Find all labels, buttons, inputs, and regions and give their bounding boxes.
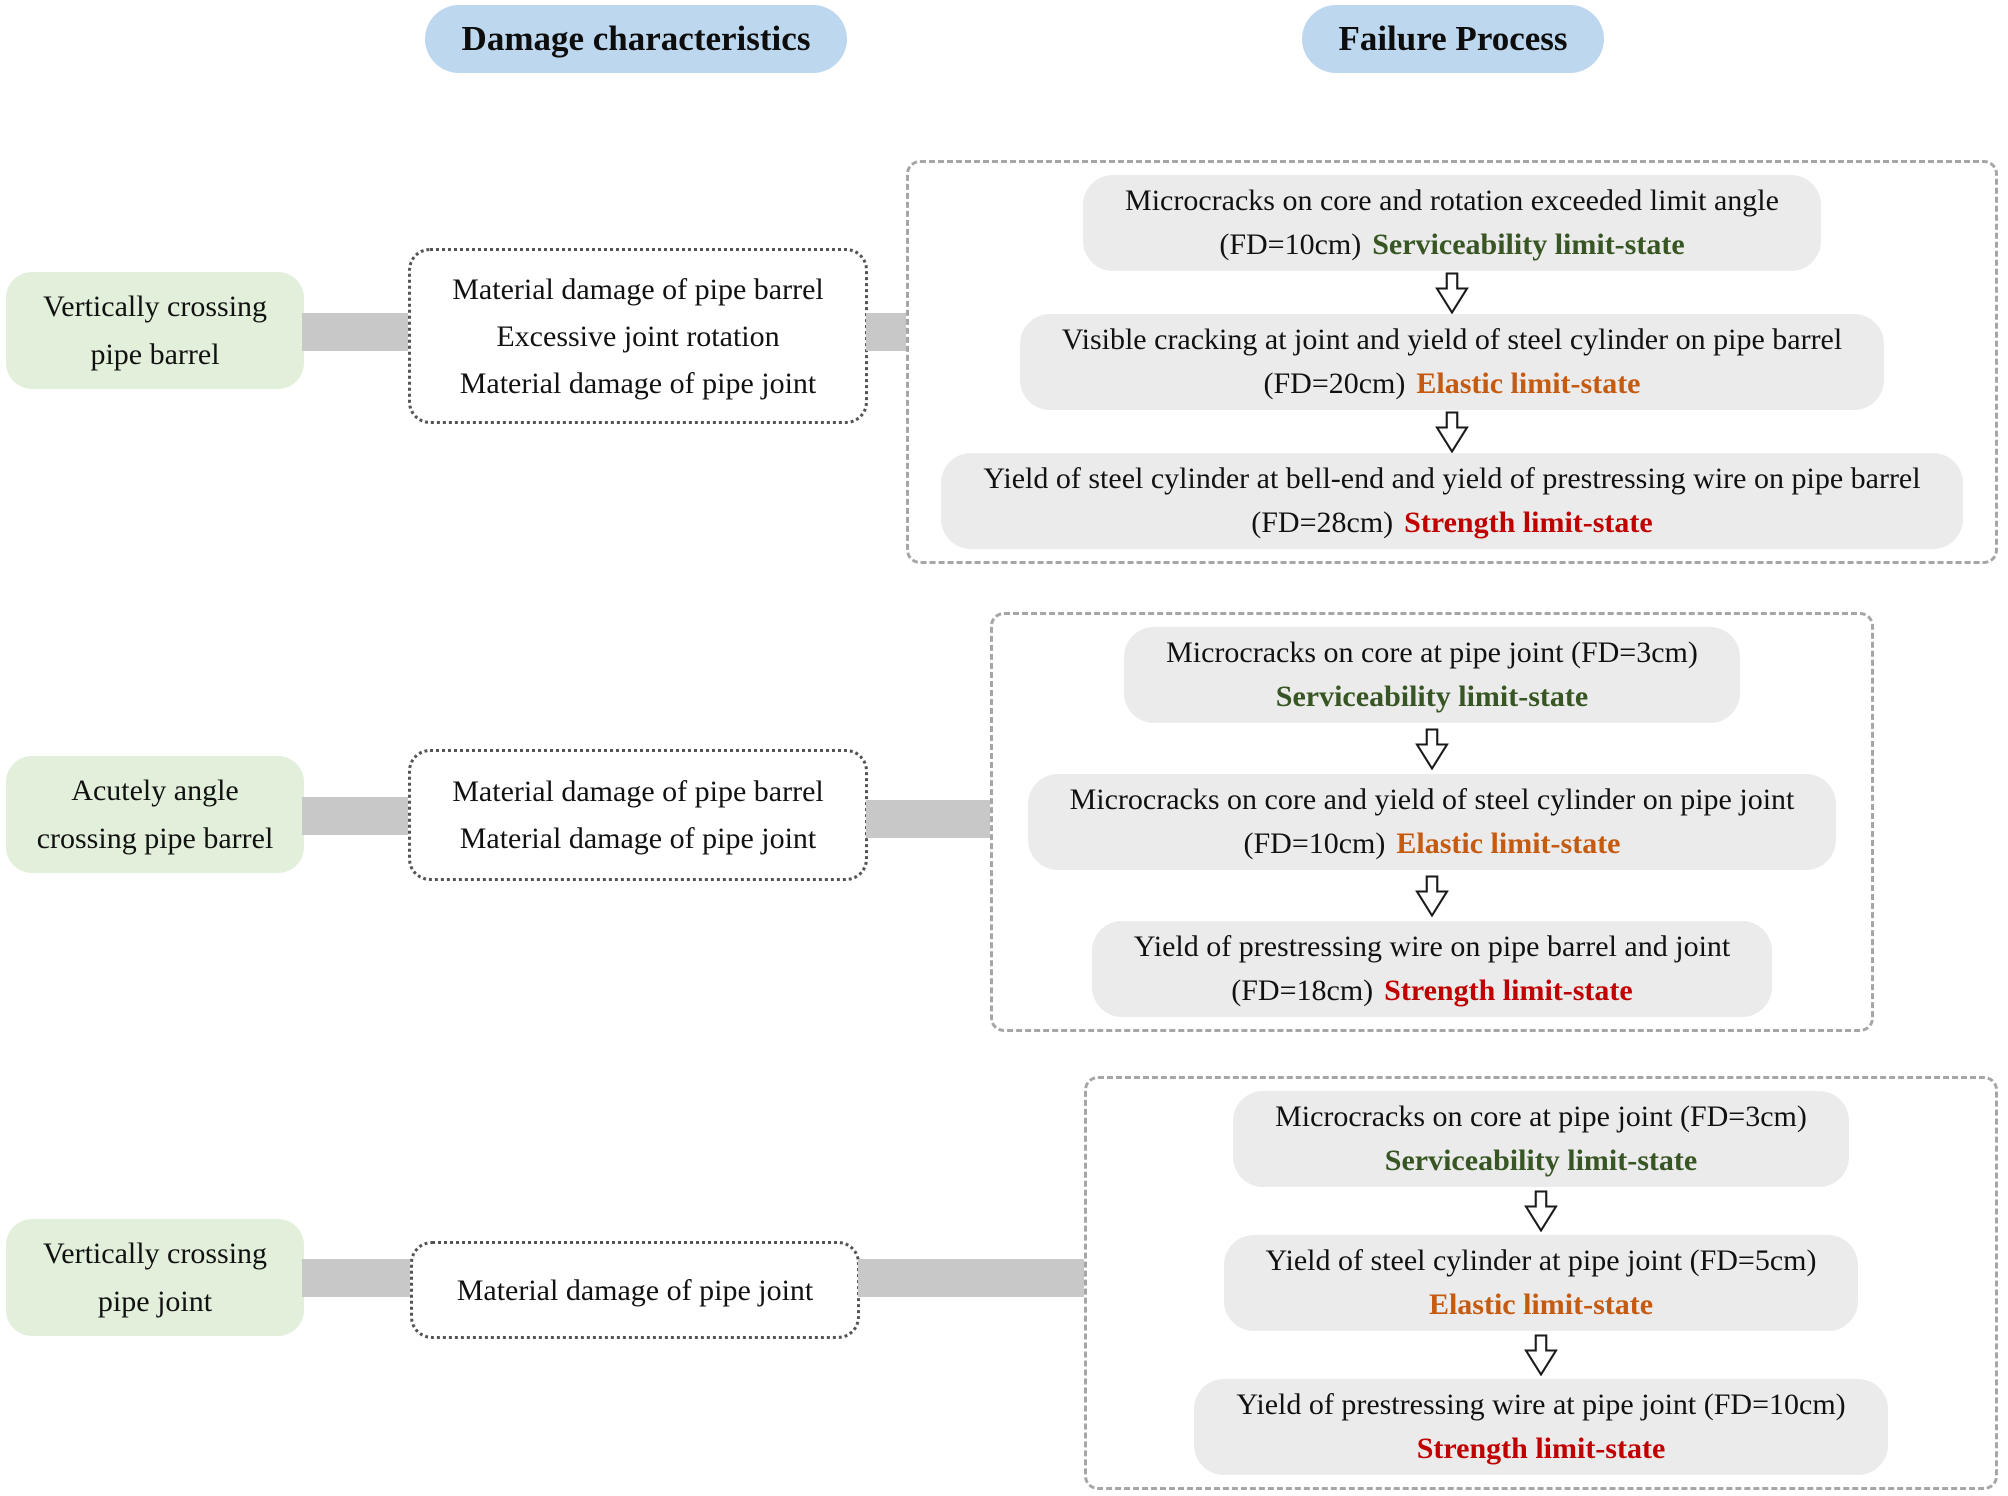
failure-step-description: Visible cracking at joint and yield of s… — [1061, 323, 1843, 356]
source-box-vertically-crossing-pipe-barrel: Vertically crossing pipe barrel — [6, 272, 304, 389]
limit-state-label: Strength limit-state — [1404, 506, 1653, 539]
damage-line: Material damage of pipe joint — [459, 822, 817, 855]
failure-step-description: Yield of prestressing wire at pipe joint… — [1236, 1388, 1846, 1421]
failure-step: Visible cracking at joint and yield of s… — [1019, 314, 1885, 410]
damage-line: Material damage of pipe barrel — [452, 775, 824, 808]
failure-box-row1: Microcracks on core and rotation exceede… — [906, 160, 1998, 564]
source-line: crossing pipe barrel — [36, 821, 274, 855]
failure-depth: (FD=18cm) — [1231, 974, 1374, 1007]
limit-state-label: Elastic limit-state — [1396, 827, 1621, 860]
failure-step-description: Yield of steel cylinder at bell-end and … — [983, 462, 1921, 495]
damage-box-row3: Material damage of pipe joint — [410, 1241, 860, 1339]
limit-state-label: Elastic limit-state — [1428, 1288, 1654, 1321]
connector-bar — [302, 313, 410, 351]
down-arrow-icon — [1524, 1334, 1558, 1376]
down-arrow-icon — [1415, 874, 1449, 917]
connector-bar — [858, 1259, 1086, 1297]
failure-depth: (FD=20cm) — [1263, 367, 1406, 400]
source-box-vertically-crossing-pipe-joint: Vertically crossing pipe joint — [6, 1219, 304, 1336]
failure-step-description: Yield of steel cylinder at pipe joint (F… — [1265, 1244, 1817, 1277]
failure-process-header: Failure Process — [1302, 5, 1604, 73]
limit-state-label: Serviceability limit-state — [1372, 228, 1685, 261]
connector-bar — [866, 800, 992, 838]
damage-box-row1: Material damage of pipe barrel Excessive… — [408, 248, 868, 424]
failure-depth: (FD=28cm) — [1251, 506, 1394, 539]
limit-state-label: Strength limit-state — [1384, 974, 1633, 1007]
down-arrow-icon — [1415, 727, 1449, 770]
failure-step: Microcracks on core at pipe joint (FD=3c… — [1124, 627, 1740, 723]
down-arrow-icon — [1435, 271, 1469, 314]
damage-box-row2: Material damage of pipe barrel Material … — [408, 749, 868, 881]
source-line: Vertically crossing — [42, 289, 268, 323]
damage-line: Excessive joint rotation — [496, 319, 780, 353]
failure-step-description: Microcracks on core at pipe joint (FD=3c… — [1166, 636, 1698, 669]
source-line: pipe joint — [97, 1284, 213, 1318]
failure-step: Yield of prestressing wire on pipe barre… — [1091, 921, 1773, 1017]
limit-state-label: Serviceability limit-state — [1275, 680, 1589, 713]
limit-state-label: Serviceability limit-state — [1384, 1144, 1698, 1177]
failure-box-row2: Microcracks on core at pipe joint (FD=3c… — [990, 612, 1874, 1032]
failure-step: Microcracks on core and rotation exceede… — [1083, 175, 1821, 271]
damage-line: Material damage of pipe joint — [459, 366, 817, 400]
connector-bar — [302, 797, 410, 835]
damage-line: Material damage of pipe barrel — [452, 272, 824, 306]
failure-step: Microcracks on core at pipe joint (FD=3c… — [1233, 1091, 1849, 1187]
failure-depth: (FD=10cm) — [1219, 228, 1362, 261]
damage-line: Material damage of pipe joint — [456, 1273, 814, 1307]
failure-step-description: Microcracks on core and yield of steel c… — [1069, 783, 1795, 816]
source-line: Acutely angle — [71, 773, 239, 807]
source-box-acutely-angle-crossing-pipe-barrel: Acutely angle crossing pipe barrel — [6, 756, 304, 873]
connector-bar — [866, 313, 908, 351]
failure-step-description: Microcracks on core at pipe joint (FD=3c… — [1275, 1100, 1807, 1133]
failure-step: Yield of steel cylinder at pipe joint (F… — [1223, 1235, 1859, 1331]
failure-step-description: Yield of prestressing wire on pipe barre… — [1133, 930, 1731, 963]
failure-step: Yield of steel cylinder at bell-end and … — [941, 453, 1963, 549]
connector-bar — [302, 1259, 412, 1297]
failure-step: Microcracks on core and yield of steel c… — [1027, 774, 1837, 870]
limit-state-label: Strength limit-state — [1416, 1432, 1666, 1465]
down-arrow-icon — [1524, 1190, 1558, 1232]
limit-state-label: Elastic limit-state — [1416, 367, 1641, 400]
failure-depth: (FD=10cm) — [1243, 827, 1386, 860]
damage-characteristics-header: Damage characteristics — [425, 5, 847, 73]
down-arrow-icon — [1435, 410, 1469, 453]
failure-step-description: Microcracks on core and rotation exceede… — [1125, 184, 1779, 217]
failure-step: Yield of prestressing wire at pipe joint… — [1194, 1379, 1888, 1475]
source-line: pipe barrel — [90, 337, 220, 371]
source-line: Vertically crossing — [42, 1236, 268, 1270]
failure-box-row3: Microcracks on core at pipe joint (FD=3c… — [1084, 1076, 1998, 1490]
